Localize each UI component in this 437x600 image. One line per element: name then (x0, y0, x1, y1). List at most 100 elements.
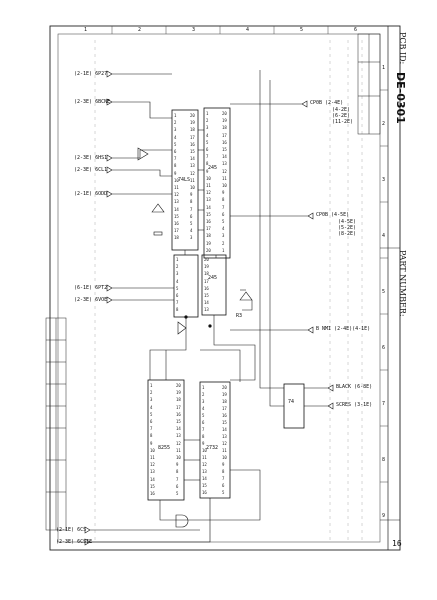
pin-number: 15 (190, 149, 195, 154)
pin-number: 10 (174, 177, 179, 183)
signal-input-3: (2-3E) 6HS1 (74, 155, 108, 161)
pin-number: 7 (202, 427, 205, 432)
signal-input-4: (2-3E) 6CL1 (74, 167, 108, 173)
pin-number: 15 (174, 213, 179, 219)
pcb-id-value: DE-0301 (394, 72, 407, 124)
pin-number: 14 (190, 156, 195, 162)
pin-number: 4 (174, 134, 177, 140)
pin-number: 9 (190, 192, 193, 198)
pin-number: 13 (150, 469, 155, 475)
dashed-guides (94, 40, 363, 540)
nand-gate (175, 514, 189, 528)
pin-number: 6 (174, 149, 177, 154)
pin-number: 6 (202, 420, 205, 425)
resistor-label: R3 (236, 313, 243, 319)
pin-number: 18 (222, 125, 227, 131)
pin-number: 15 (150, 483, 155, 489)
ic-label-74ls: 74LS (178, 177, 191, 183)
pin-number: 9 (222, 462, 225, 467)
ic-label-8255: 8255 (158, 445, 171, 451)
top-zone-label: 1 (84, 27, 88, 33)
pin-number: 9 (150, 440, 153, 446)
signal-output-scres: SCRES (3-1E) (336, 402, 373, 408)
pin-number: 11 (174, 185, 179, 190)
pin-number: 14 (206, 204, 211, 210)
pin-number: 3 (206, 125, 209, 131)
pin-number: 4 (206, 132, 209, 138)
pin-number: 2 (222, 240, 225, 246)
pin-number: 15 (176, 419, 181, 424)
right-zone-label: 9 (382, 513, 386, 519)
pin-number: 14 (222, 154, 227, 160)
pin-number: 16 (190, 141, 195, 147)
pin-number: 3 (222, 233, 225, 239)
pin-number: 16 (222, 413, 227, 418)
top-zone-label: 2 (138, 27, 142, 33)
pin-number: 9 (206, 168, 209, 174)
pin-number: 7 (206, 154, 209, 160)
pin-number: 13 (204, 307, 209, 313)
pin-number: 13 (206, 197, 211, 203)
pin-number: 8 (222, 197, 225, 203)
pin-number: 6 (206, 147, 209, 152)
right-zone-label: 8 (382, 457, 386, 463)
signal-output-cpob-1: CP0B (2-4E) (310, 100, 344, 106)
signal-output-subref-2: (6-2E) (332, 113, 351, 119)
ic-label-245-mid: 245 (208, 275, 218, 281)
pin-number: 6 (150, 419, 153, 424)
pin-number: 8 (176, 469, 179, 475)
ic-small-right (283, 383, 305, 429)
pin-number: 18 (190, 127, 195, 133)
small-components (137, 147, 253, 528)
pin-number: 4 (176, 278, 179, 284)
revision-table (45, 317, 67, 531)
pin-number: 4 (222, 226, 225, 232)
pin-number: 10 (190, 185, 195, 190)
resistor-symbol (153, 231, 163, 236)
pin-number: 2 (206, 118, 209, 124)
pin-number: 16 (176, 411, 181, 417)
pin-number: 17 (204, 278, 209, 284)
signal-output-subref-1: (4-2E) (332, 107, 351, 113)
pin-number: 11 (222, 175, 227, 181)
pin-number: 13 (174, 199, 179, 205)
signal-output-subref-6: (8-2E) (338, 231, 357, 237)
pin-number: 10 (176, 455, 181, 460)
pin-number: 14 (202, 476, 207, 481)
pin-number: 18 (206, 233, 211, 239)
right-zone-label: 4 (382, 233, 386, 239)
pin-number: 1 (150, 383, 153, 388)
pin-number: 10 (222, 183, 227, 188)
pin-number: 14 (176, 426, 181, 432)
pin-number: 10 (222, 455, 227, 460)
signal-output-subref-3: (11-2E) (332, 119, 354, 125)
pin-number: 2 (176, 264, 179, 270)
pin-number: 10 (206, 175, 211, 181)
pin-number: 6 (222, 483, 225, 488)
top-zone-label: 6 (354, 27, 358, 33)
pin-number: 5 (190, 221, 193, 226)
pin-number: 5 (176, 285, 179, 291)
signal-input-1: (2-1E) 6P27 (74, 71, 108, 77)
pin-number: 1 (206, 111, 209, 116)
pin-number: 11 (176, 447, 181, 453)
pin-number: 8 (176, 307, 179, 313)
pin-number: 1 (222, 247, 225, 253)
signal-input-2: (2-3E) 6BCNE (74, 99, 111, 105)
pin-number: 5 (174, 141, 177, 147)
pin-number: 19 (204, 264, 209, 270)
signal-input-8: (2-1E) 6CS (56, 527, 87, 533)
pin-number: 15 (222, 147, 227, 152)
pin-number: 11 (202, 455, 207, 460)
pin-number: 12 (222, 168, 227, 174)
pin-number: 14 (222, 427, 227, 432)
pin-number: 8 (202, 434, 205, 439)
pin-number: 11 (222, 448, 227, 453)
pin-number: 12 (206, 190, 211, 196)
pin-number: 12 (222, 441, 227, 446)
pin-number: 17 (222, 132, 227, 138)
pin-number: 5 (202, 413, 205, 418)
pin-number: 5 (150, 411, 153, 417)
ic-upper-right (203, 107, 231, 259)
sheet-number: 16 (392, 539, 402, 548)
